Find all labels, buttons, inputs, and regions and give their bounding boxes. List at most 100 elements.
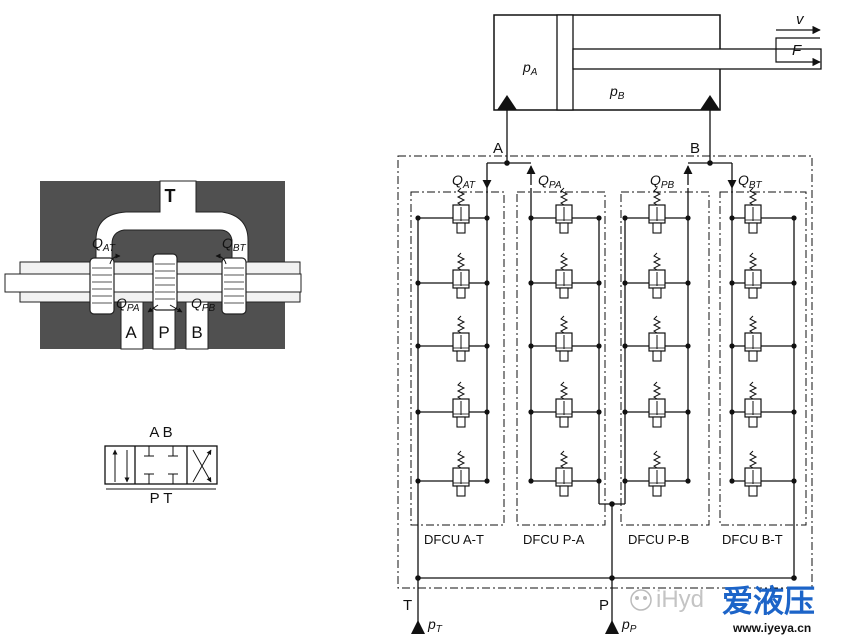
dfcu-valve-cell [744,450,762,497]
port-b-label: B [191,323,202,342]
junction-dots [415,160,797,581]
tank-label: T [165,186,176,206]
junction-dot [528,215,534,221]
flow-arrow-bt [215,253,227,265]
q-bt-label: QBT [738,172,763,191]
p-p-label: pP [621,616,637,635]
port-p-label: P [158,323,169,342]
dfcu-valve-cell [452,187,470,234]
circuit-port-a: A [493,140,503,157]
junction-dot [791,215,797,221]
spool-land-left [89,257,115,315]
junction-dot [415,409,421,415]
spool-land-center [152,253,178,311]
port-a-label: A [125,323,137,342]
dfcu-valve-cell [648,252,666,299]
junction-dot [729,280,735,286]
junction-dot [528,280,534,286]
force-arrow [775,37,821,67]
p-t-label: pT [427,616,443,635]
flow-pa-label: QPA [116,295,140,314]
dfcu-valve-cell [452,315,470,362]
unit-box-pb [620,191,710,526]
pump-triangle [605,620,619,634]
flow-arrow-pb [169,304,183,313]
junction-dot [622,215,628,221]
junction-dot [415,215,421,221]
junction-dot [596,280,602,286]
junction-dot [415,343,421,349]
junction-dot [685,409,691,415]
directional-valve-symbol: A B P T [104,424,218,507]
symbol-top-labels: A B [149,424,172,441]
junction-dot [596,343,602,349]
junction-dot [622,343,628,349]
circuit-port-b: B [690,140,700,157]
unit-label-bt: DFCU B-T [722,532,783,547]
symbol-bottom-labels: P T [150,490,173,507]
port-a-triangle [497,95,517,110]
tank-passage [95,180,249,263]
circuit-port-p: P [599,597,609,614]
junction-dot [622,280,628,286]
dfcu-circuit [397,110,813,622]
q-pb-label: QPB [650,172,675,191]
port-a-channel [120,301,144,350]
dfcu-valve-cell [744,315,762,362]
junction-dot [791,478,797,484]
dfcu-valve-cell [555,187,573,234]
junction-dot [528,343,534,349]
dfcu-valve-cell [452,381,470,428]
junction-dot [528,478,534,484]
dfcu-valve-cell [648,187,666,234]
junction-dot [484,343,490,349]
junction-dot [609,575,615,581]
junction-dot [729,343,735,349]
flow-bt-label: QBT [222,235,247,254]
junction-dot [596,215,602,221]
junction-dot [729,478,735,484]
watermark-brand: 爱液压 [722,584,815,619]
junction-dot [729,215,735,221]
dfcu-valve-cell [648,315,666,362]
dfcu-valve-cell [648,450,666,497]
watermark-text: iHyd [656,586,704,613]
unit-label-pb: DFCU P-B [628,532,689,547]
dfcu-valve-cell [452,252,470,299]
junction-dot [415,575,421,581]
junction-dot [484,478,490,484]
junction-dot [791,575,797,581]
dfcu-valve-cell [744,187,762,234]
junction-dot [622,409,628,415]
junction-dot [685,215,691,221]
dfcu-valve-cell [744,381,762,428]
junction-dot [685,280,691,286]
dfcu-valve-cells [418,187,794,497]
tank-triangle [411,620,425,634]
port-b-channel [185,301,209,350]
junction-dot [622,478,628,484]
unit-box-bt [719,191,807,526]
unit-box-at [410,191,505,526]
junction-dot [791,409,797,415]
unit-label-at: DFCU A-T [424,532,484,547]
watermark: iHyd 爱液压 www.iyeya.cn [630,584,815,635]
junction-dot [791,280,797,286]
hydraulic-cylinder: pA pB v F [493,11,822,111]
spool-land-right [221,257,247,315]
junction-dot [596,478,602,484]
junction-dot [484,215,490,221]
dfcu-valve-cell [744,252,762,299]
junction-dot [685,478,691,484]
spool-valve-section: T QAT QBT QPA QPB A P B [4,180,302,350]
unit-label-pa: DFCU P-A [523,532,585,547]
flow-at-label: QAT [92,235,116,254]
dfcu-valve-cell [452,450,470,497]
q-pa-label: QPA [538,172,562,191]
flow-pb-label: QPB [191,295,216,314]
flow-arrow-at [109,253,121,265]
junction-dot [484,280,490,286]
junction-dot [484,409,490,415]
velocity-label: v [796,11,805,28]
